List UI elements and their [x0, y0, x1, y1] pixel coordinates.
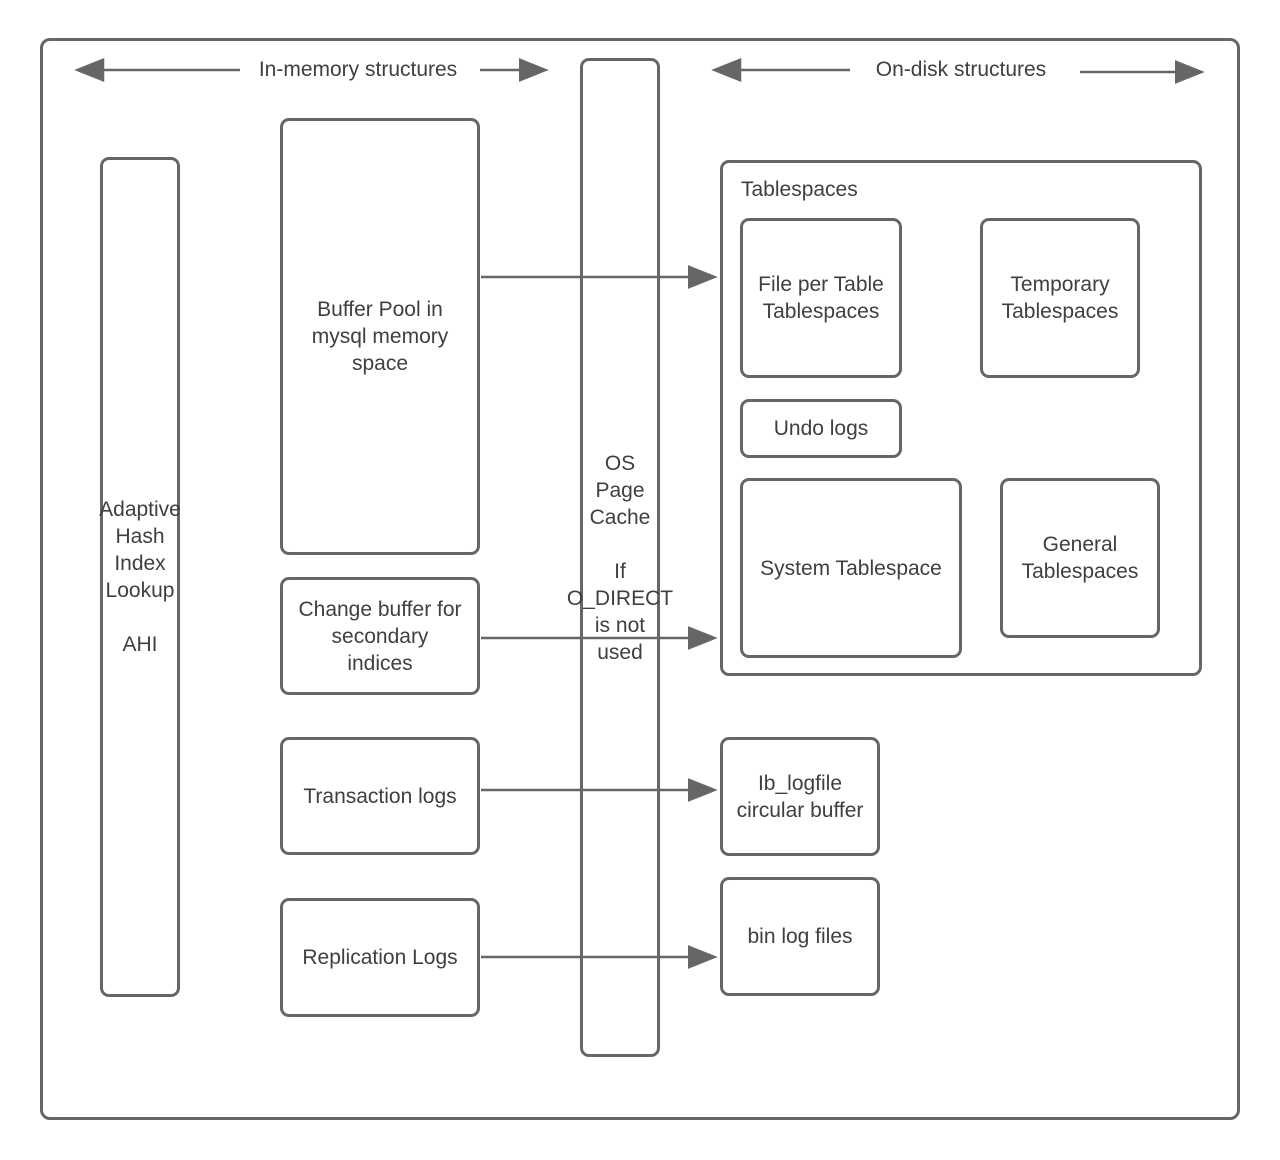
replication-logs-label: Replication Logs [302, 946, 458, 969]
bin-log-files-label: bin log files [747, 925, 853, 948]
replication-logs-box: Replication Logs [280, 898, 480, 1017]
tablespaces-title: Tablespaces [741, 178, 858, 201]
general-tablespaces-box: General Tablespaces [1000, 478, 1160, 638]
os-page-cache-box: OS Page Cache If O_DIRECT is not used [567, 58, 673, 1057]
temporary-tablespaces-box: Temporary Tablespaces [980, 218, 1140, 378]
system-tablespace-box: System Tablespace [740, 478, 962, 658]
buffer-pool-label: Buffer Pool in mysql memory space [311, 298, 449, 375]
file-per-table-tablespaces-box: File per Table Tablespaces [740, 218, 902, 378]
temporary-tablespaces-label: Temporary Tablespaces [1001, 273, 1119, 323]
adaptive-hash-index-box: Adaptive Hash Index Lookup AHI [99, 157, 181, 997]
in-memory-structures-heading: In-memory structures [258, 58, 458, 81]
buffer-pool-box: Buffer Pool in mysql memory space [280, 118, 480, 555]
bin-log-files-box: bin log files [720, 877, 880, 996]
undo-logs-box: Undo logs [740, 399, 902, 458]
adaptive-hash-index-label: Adaptive Hash Index Lookup AHI [99, 498, 181, 656]
general-tablespaces-label: General Tablespaces [1021, 533, 1139, 583]
change-buffer-label: Change buffer for secondary indices [298, 597, 462, 675]
system-tablespace-label: System Tablespace [760, 556, 942, 580]
on-disk-structures-heading: On-disk structures [875, 58, 1047, 81]
ib-logfile-box: Ib_logfile circular buffer [720, 737, 880, 856]
ib-logfile-label: Ib_logfile circular buffer [736, 771, 864, 822]
transaction-logs-label: Transaction logs [303, 784, 457, 808]
change-buffer-box: Change buffer for secondary indices [280, 577, 480, 695]
os-page-cache-label: OS Page Cache If O_DIRECT is not used [566, 451, 674, 664]
undo-logs-label: Undo logs [773, 417, 869, 440]
transaction-logs-box: Transaction logs [280, 737, 480, 855]
file-per-table-tablespaces-label: File per Table Tablespaces [758, 273, 884, 323]
